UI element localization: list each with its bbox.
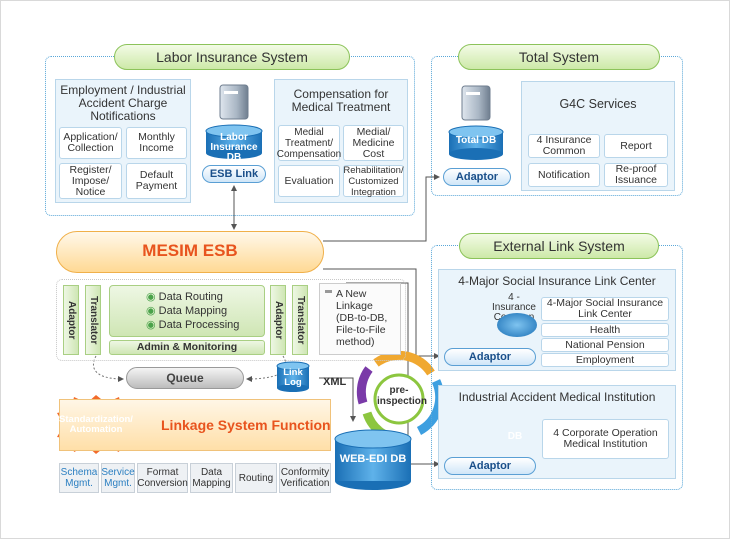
web-edi-db-label: WEB-EDI DB bbox=[339, 453, 407, 465]
cell-service-mgmt: Service Mgmt. bbox=[101, 463, 135, 493]
cell-medicine-cost: Medial/ Medicine Cost bbox=[343, 125, 404, 161]
dash-icon bbox=[325, 290, 332, 293]
cell-health: Health bbox=[541, 323, 669, 337]
insurance-common-db bbox=[497, 313, 537, 337]
standardization-badge-text: Standardization/ Automation bbox=[59, 414, 133, 435]
left-translator-bar: Translator bbox=[85, 285, 101, 355]
server-icon-total bbox=[461, 85, 491, 121]
cell-medial-treatment: Medial Treatment/ Compensation bbox=[276, 125, 342, 161]
cell-evaluation: Evaluation bbox=[278, 165, 340, 197]
cell-notification: Notification bbox=[528, 163, 600, 187]
cell-default-payment: Default Payment bbox=[126, 163, 187, 199]
cell-employment: Employment bbox=[541, 353, 669, 367]
total-system-title: Total System bbox=[458, 44, 660, 70]
link-log-label: Link Log bbox=[283, 367, 303, 388]
esb-total-connector bbox=[323, 174, 440, 242]
compensation-title: Compensation for Medical Treatment bbox=[291, 87, 391, 114]
routing-item: ◉ Data Routing bbox=[146, 291, 223, 303]
cell-routing: Routing bbox=[235, 463, 277, 493]
mesim-esb-title: MESIM ESB bbox=[142, 241, 238, 260]
xml-label: XML bbox=[323, 376, 347, 388]
pre-inspection-label: pre-inspection bbox=[377, 385, 428, 407]
cell-data-mapping: Data Mapping bbox=[190, 463, 233, 493]
employment-title: Employment / Industrial Accident Charge … bbox=[60, 83, 186, 123]
cycle-arc-purple bbox=[356, 366, 373, 405]
bullet-icon: ◉ bbox=[146, 291, 156, 303]
right-translator-bar: Translator bbox=[292, 285, 308, 355]
cell-conformity-verification: Conformity Verification bbox=[279, 463, 331, 493]
routing-box bbox=[109, 285, 265, 337]
cell-monthly-income: Monthly Income bbox=[126, 127, 187, 159]
cell-national-pension: National Pension bbox=[541, 338, 669, 352]
labor-insurance-title: Labor Insurance System bbox=[114, 44, 350, 70]
cell-register-impose-notice: Register/ Impose/ Notice bbox=[59, 163, 122, 199]
total-adaptor-button[interactable]: Adaptor bbox=[443, 168, 511, 186]
right-adaptor-bar: Adaptor bbox=[270, 285, 286, 355]
cell-schema-mgmt: Schema Mgmt. bbox=[59, 463, 99, 493]
server-icon-labor bbox=[219, 84, 249, 120]
esb-external-connector bbox=[323, 268, 440, 359]
bullet-icon: ◉ bbox=[146, 319, 156, 331]
new-linkage-box: A New Linkage (DB-to-DB, File-to-File me… bbox=[319, 283, 401, 355]
major-adaptor-button[interactable]: Adaptor bbox=[444, 348, 536, 366]
cell-corporate-operation: 4 Corporate Operation Medical Institutio… bbox=[542, 419, 669, 459]
cell-4-insurance-common: 4 Insurance Common bbox=[528, 134, 600, 158]
medical-institution-title: Industrial Accident Medical Institution bbox=[458, 390, 656, 404]
new-linkage-text: A New Linkage (DB-to-DB, File-to-File me… bbox=[336, 288, 388, 348]
bullet-icon: ◉ bbox=[146, 305, 156, 317]
routing-item: ◉ Data Processing bbox=[146, 319, 240, 331]
g4c-title: G4C Services bbox=[559, 97, 637, 111]
admin-monitoring-bar: Admin & Monitoring bbox=[109, 340, 265, 355]
cell-report: Report bbox=[604, 134, 668, 158]
routing-item: ◉ Data Mapping bbox=[146, 305, 228, 317]
linkage-function-title: Linkage System Function bbox=[161, 417, 331, 433]
medical-db-label: DB bbox=[507, 431, 523, 442]
esb-link-button[interactable]: ESB Link bbox=[202, 165, 266, 183]
external-link-title: External Link System bbox=[459, 233, 659, 259]
queue-bar: Queue bbox=[126, 367, 244, 389]
major-insurance-title: 4-Major Social Insurance Link Center bbox=[458, 274, 656, 288]
total-db-label: Total DB bbox=[455, 135, 497, 146]
mesim-esb-bar bbox=[56, 231, 324, 273]
cell-format-conversion: Format Conversion bbox=[137, 463, 188, 493]
cell-link-center: 4-Major Social Insurance Link Center bbox=[541, 297, 669, 321]
labor-db-label: Labor Insurance DB bbox=[210, 132, 258, 163]
linkage-function-bar bbox=[59, 399, 331, 451]
cell-reproof-issuance: Re-proof Issuance bbox=[604, 163, 668, 187]
routing-list: ◉ Data Routing ◉ Data Mapping ◉ Data Pro… bbox=[146, 290, 239, 332]
medical-adaptor-button[interactable]: Adaptor bbox=[444, 457, 536, 475]
left-adaptor-bar: Adaptor bbox=[63, 285, 79, 355]
cell-rehabilitation: Rehabilitation/ Customized Integration bbox=[343, 164, 404, 198]
esb-core-frame bbox=[56, 279, 406, 361]
cell-application-collection: Application/ Collection bbox=[59, 127, 122, 159]
